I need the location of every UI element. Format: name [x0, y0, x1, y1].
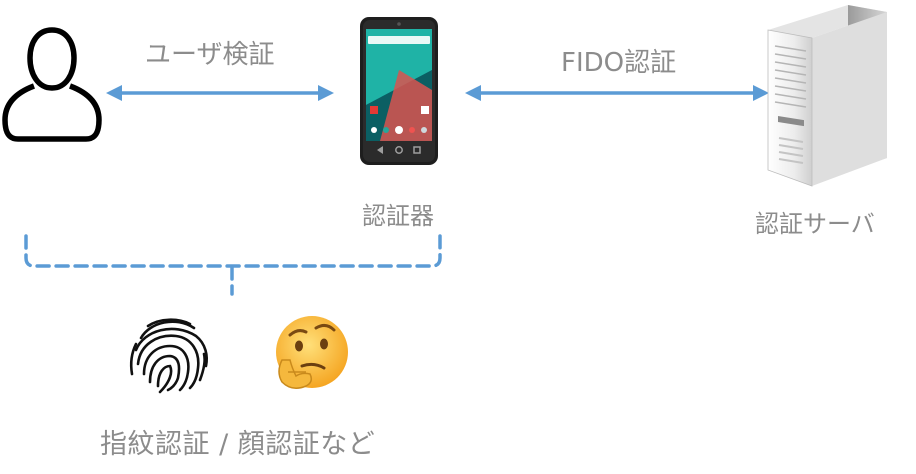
auth-server-label: 認証サーバ [755, 210, 875, 238]
authenticator-label: 認証器 [362, 202, 434, 230]
user-icon [2, 27, 102, 142]
grouping-bracket [24, 234, 442, 296]
fingerprint-icon [129, 318, 208, 394]
thinking-face-icon [276, 316, 348, 389]
biometric-methods-label: 指紋認証 / 顔認証など [100, 429, 376, 460]
smartphone-icon [360, 17, 438, 165]
user-verification-label: ユーザ検証 [145, 40, 275, 70]
server-icon [767, 5, 887, 187]
fido-auth-arrow [465, 85, 769, 101]
fido-auth-label: FIDO認証 [561, 48, 677, 78]
user-verification-arrow [106, 85, 334, 101]
